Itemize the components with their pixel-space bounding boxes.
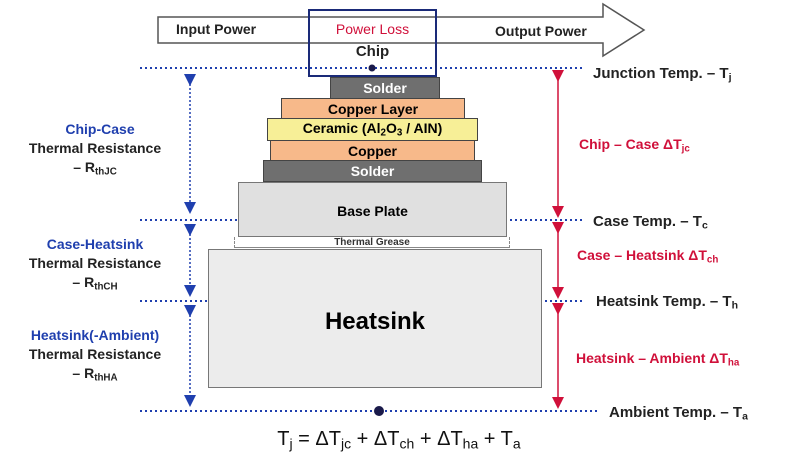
thermal-grease-layer: Thermal Grease (234, 237, 510, 248)
solder-bottom-label: Solder (350, 163, 395, 179)
rthjc-title: Chip-Case (65, 121, 135, 137)
heatsink-temp-label: Heatsink Temp. – Th (596, 293, 739, 312)
chip-box (308, 9, 437, 77)
output-power-label: Output Power (495, 23, 587, 39)
copper-layer-bottom: Copper (270, 140, 475, 161)
heatsink-block: Heatsink (208, 249, 542, 388)
rthch-title: Case-Heatsink (46, 236, 144, 252)
solder-bottom-layer: Solder (263, 160, 482, 182)
ambient-temp-label: Ambient Temp. – Ta (609, 404, 748, 423)
junction-dot (368, 64, 376, 72)
rthha-subtitle: Thermal Resistance (28, 346, 162, 362)
ambient-dot (374, 406, 384, 416)
rthch-subtitle: Thermal Resistance (28, 255, 162, 271)
rthha-title: Heatsink(-Ambient) (30, 327, 160, 343)
power-flow-arrow (157, 2, 646, 58)
copper-label: Copper (348, 142, 397, 159)
junction-temp-label: Junction Temp. – Tj (593, 65, 732, 84)
delta-tch-label: Case – Heatsink ΔTch (577, 247, 719, 266)
rthha-symbol: – RthHA (72, 365, 118, 384)
thermal-grease-label: Thermal Grease (334, 237, 410, 248)
ceramic-label: Ceramic (Al2O3 / AIN) (302, 120, 443, 139)
heatsink-label: Heatsink (324, 308, 426, 335)
delta-tjc-label: Chip – Case ΔTjc (579, 136, 690, 155)
copper-layer-label: Copper Layer (327, 100, 419, 117)
rthjc-subtitle: Thermal Resistance (28, 140, 162, 156)
chip-label: Chip (355, 43, 390, 60)
power-loss-label: Power Loss (335, 21, 410, 37)
input-power-label: Input Power (176, 21, 257, 37)
base-plate: Base Plate (238, 182, 507, 237)
case-temp-label: Case Temp. – Tc (593, 213, 708, 232)
delta-tha-label: Heatsink – Ambient ΔTha (576, 350, 740, 369)
base-plate-label: Base Plate (337, 203, 408, 219)
rthch-symbol: – RthCH (72, 274, 118, 293)
solder-top-layer: Solder (330, 77, 440, 99)
solder-top-label: Solder (363, 80, 407, 96)
rthjc-symbol: – RthJC (73, 159, 117, 178)
copper-layer-top: Copper Layer (281, 98, 465, 119)
ceramic-layer: Ceramic (Al2O3 / AIN) (267, 118, 478, 141)
temperature-equation: Tj = ΔTjc + ΔTch + ΔTha + Ta (277, 428, 521, 452)
